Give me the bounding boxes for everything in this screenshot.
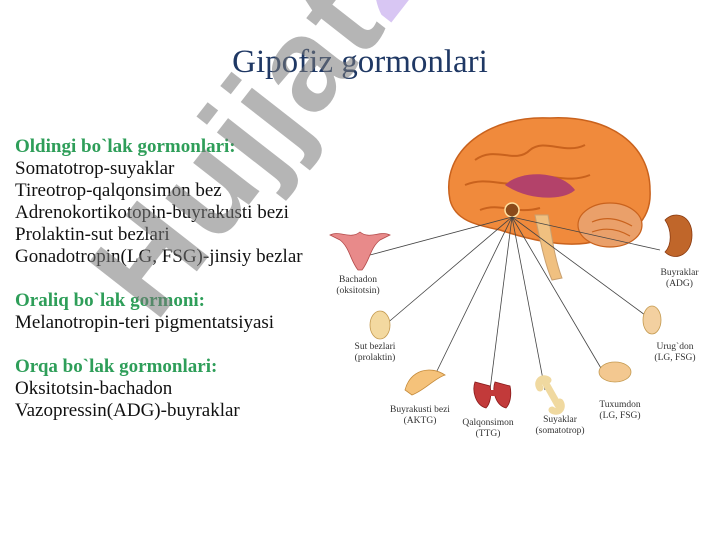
hormone-line: Adrenokortikotopin-buyrakusti bezi	[15, 202, 289, 223]
organ-name: Buyrakusti bezi	[390, 405, 450, 415]
pituitary-diagram: Bachadon (oksitotsin) Sut bezlari (prola…	[300, 90, 720, 470]
organ-name: Tuxumdon	[599, 400, 641, 410]
hormone-line: Oksitotsin-bachadon	[15, 378, 173, 399]
organ-name: Sut bezlari	[354, 342, 396, 352]
uterus-icon	[329, 231, 391, 271]
ovary-icon	[598, 361, 632, 383]
posterior-lobe-section: Orqa bo`lak gormonlari: Oksitotsin-bacha…	[15, 356, 335, 422]
hormone-line: Prolaktin-sut bezlari	[15, 224, 170, 245]
organ-hormone: (AKTG)	[403, 416, 437, 426]
kidney-icon	[664, 214, 693, 257]
organ-hormone: (LG, FSG)	[599, 411, 641, 421]
organ-name: Qalqonsimon	[462, 418, 514, 428]
testis-icon	[642, 305, 662, 335]
section-heading: Oldingi bo`lak gormonlari:	[15, 136, 236, 157]
organ-label-ovary: Tuxumdon (LG, FSG)	[590, 400, 650, 422]
diagram-drawing	[329, 117, 693, 415]
organ-hormone: (prolaktin)	[354, 353, 396, 363]
bone-icon	[535, 375, 565, 415]
brain-illustration	[448, 117, 651, 281]
organ-name: Urug`don	[656, 342, 694, 352]
hormone-line: Melanotropin-teri pigmentatsiyasi	[15, 312, 275, 333]
organ-hormone: (somatotrop)	[535, 426, 585, 436]
organ-label-testis: Urug`don (LG, FSG)	[645, 342, 705, 364]
thyroid-icon	[473, 381, 512, 409]
organ-hormone: (ADG)	[666, 279, 693, 289]
organ-hormone: (oksitotsin)	[336, 286, 380, 296]
breast-gland-icon	[369, 310, 391, 340]
organ-name: Suyaklar	[543, 415, 577, 425]
organ-label-thyroid: Qalqonsimon (TTG)	[458, 418, 518, 440]
organ-name: Buyraklar	[660, 268, 699, 278]
organ-hormone: (TTG)	[475, 429, 501, 439]
organ-label-bones: Suyaklar (somatotrop)	[525, 415, 595, 437]
section-heading: Orqa bo`lak gormonlari:	[15, 356, 218, 377]
section-heading: Oraliq bo`lak gormoni:	[15, 290, 206, 311]
hormone-line: Vazopressin(ADG)-buyraklar	[15, 400, 240, 421]
anterior-lobe-section: Oldingi bo`lak gormonlari: Somatotrop-su…	[15, 136, 335, 268]
organ-label-adrenal: Buyrakusti bezi (AKTG)	[380, 405, 460, 427]
organ-label-breast: Sut bezlari (prolaktin)	[345, 342, 405, 364]
organ-name: Bachadon	[339, 275, 377, 285]
hormone-line: Somatotrop-suyaklar	[15, 158, 175, 179]
connector-lines	[369, 216, 661, 391]
intermediate-lobe-section: Oraliq bo`lak gormoni: Melanotropin-teri…	[15, 290, 335, 334]
organ-label-kidney: Buyraklar (ADG)	[652, 268, 707, 290]
adrenal-gland-icon	[404, 369, 446, 396]
hormone-line: Tireotrop-qalqonsimon bez	[15, 180, 222, 201]
hormone-list: Oldingi bo`lak gormonlari: Somatotrop-su…	[15, 136, 335, 444]
organ-label-uterus: Bachadon (oksitotsin)	[328, 275, 388, 297]
organ-hormone: (LG, FSG)	[654, 353, 696, 363]
hormone-line: Gonadotropin(LG, FSG)-jinsiy bezlar	[15, 246, 303, 267]
page-title: Gipofiz gormonlari	[232, 44, 488, 80]
